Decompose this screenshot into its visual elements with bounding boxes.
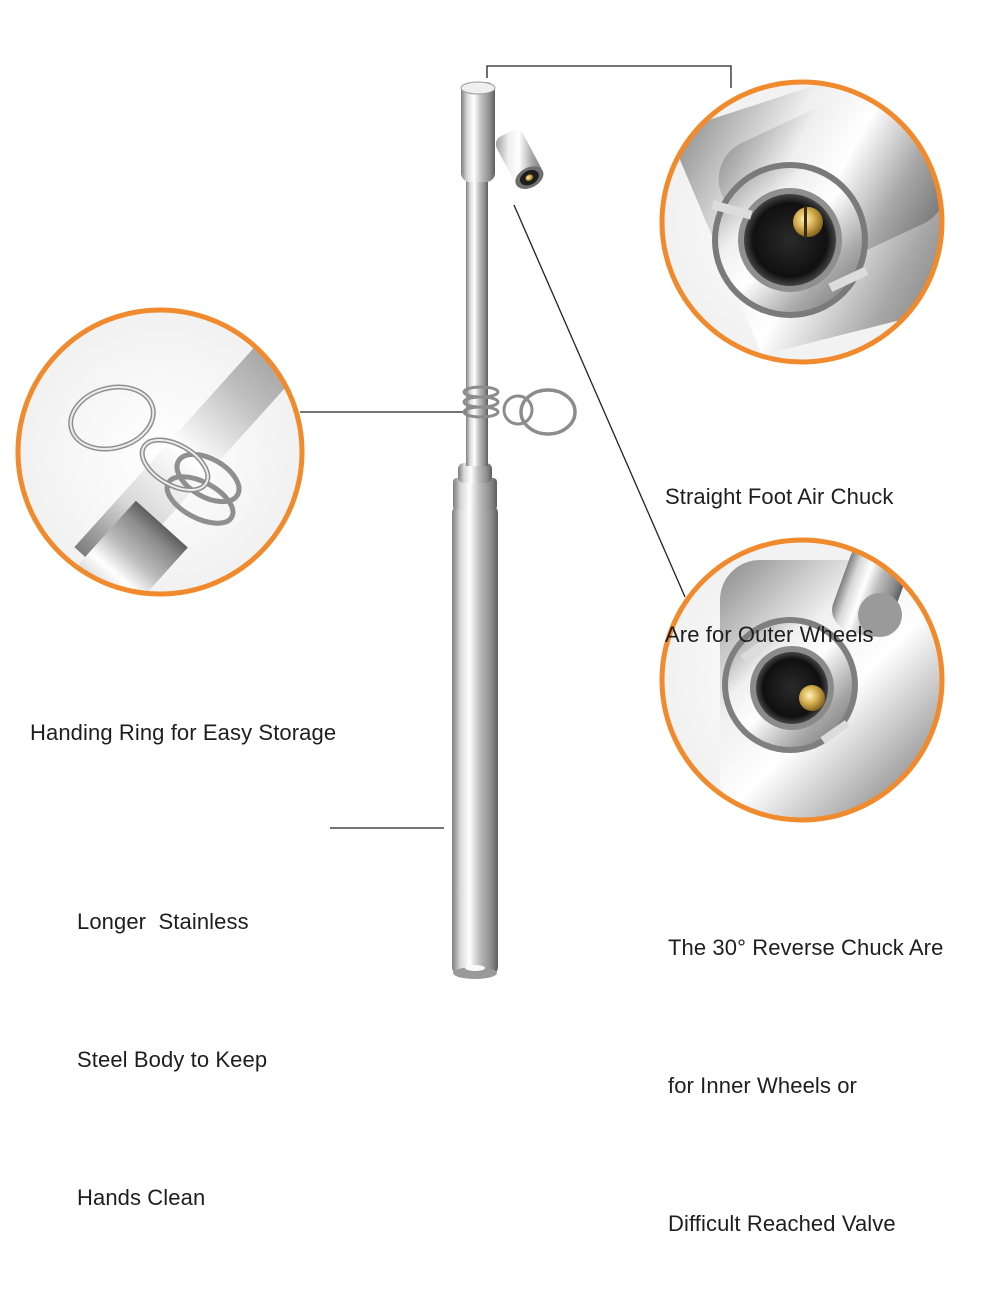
tire-gauge (452, 81, 577, 979)
caption-line: Hands Clean (77, 1185, 206, 1210)
detail-circle-border (15, 307, 305, 597)
caption-ring: Handing Ring for Easy Storage (30, 618, 336, 802)
caption-straight-chuck: Straight Foot Air Chuck Are for Outer Wh… (665, 382, 894, 704)
detail-circle-border (659, 79, 945, 365)
leader-line-reverse-chuck (513, 204, 686, 598)
caption-line: Are for Outer Wheels (665, 622, 874, 647)
caption-reverse-chuck: The 30° Reverse Chuck Are for Inner Whee… (668, 833, 943, 1293)
caption-line: Difficult Reached Valve (668, 1211, 896, 1236)
caption-body: Longer Stainless Steel Body to Keep Hand… (77, 807, 267, 1267)
caption-line: Steel Body to Keep (77, 1047, 268, 1072)
caption-line: The 30° Reverse Chuck Are (668, 935, 944, 960)
head-chuck (495, 129, 544, 189)
gauge-barrel (452, 505, 498, 975)
gauge-collar (453, 478, 497, 510)
hanging-rings (462, 385, 577, 436)
product-illustration (15, 65, 945, 979)
leader-line-straight-chuck (486, 65, 732, 88)
detail-circle-border (659, 537, 945, 823)
detail-straight-chuck (659, 79, 945, 365)
leader-lines (300, 65, 732, 829)
gauge-stem (466, 170, 488, 466)
caption-line: Longer Stainless (77, 909, 249, 934)
detail-ring (15, 307, 305, 597)
gauge-head (461, 82, 495, 182)
detail-reverse-chuck (659, 537, 945, 823)
caption-line: Straight Foot Air Chuck (665, 484, 894, 509)
caption-line: for Inner Wheels or (668, 1073, 857, 1098)
caption-line: Handing Ring for Easy Storage (30, 720, 337, 745)
